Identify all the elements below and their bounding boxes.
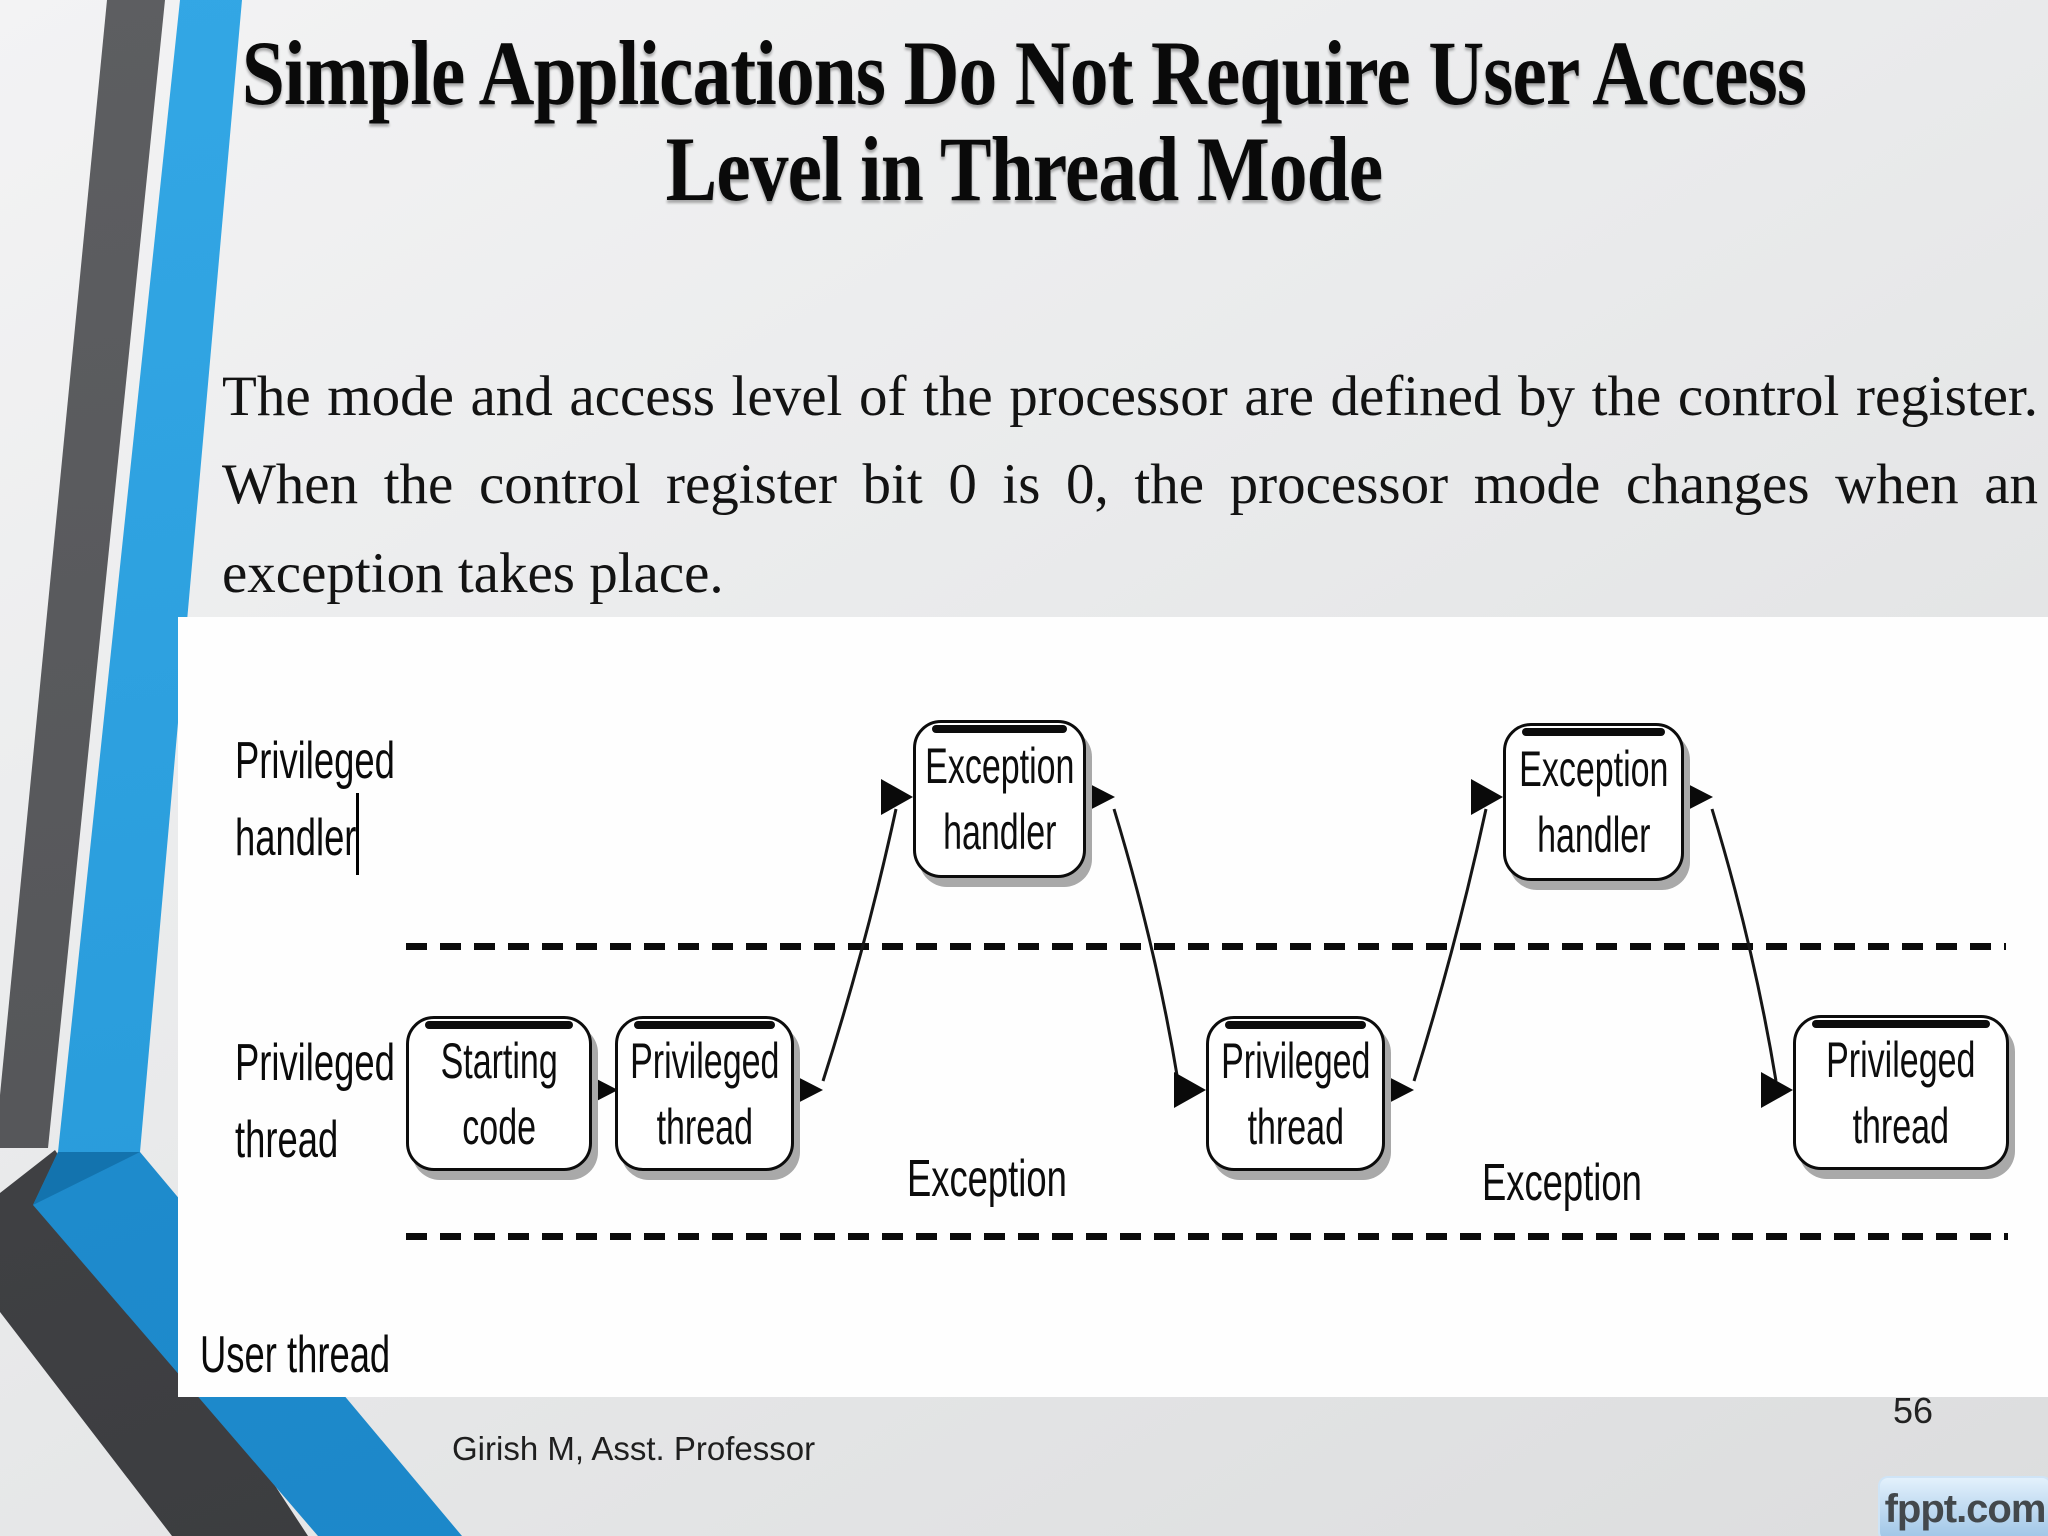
level-label-privileged-handler: Privileged handler	[235, 732, 395, 867]
arrowhead	[881, 779, 913, 815]
box-exception-handler-1-label: Exception handler	[924, 738, 1075, 860]
arrowhead	[1379, 1072, 1414, 1108]
level-label-user-thread: User thread	[200, 1326, 391, 1384]
box-exception-handler-2-label: Exception handler	[1518, 741, 1669, 863]
arrowhead	[788, 1072, 823, 1108]
slide-title: Simple Applications Do Not Require User …	[0, 22, 2048, 220]
exception-transition-label-2: Exception	[1482, 1154, 1642, 1212]
exception-transition-label-1: Exception	[907, 1150, 1067, 1208]
body-paragraph: The mode and access level of the process…	[222, 365, 2038, 605]
box-privileged-thread-1-label: Privileged thread	[629, 1032, 780, 1155]
page-number: 56	[1893, 1390, 1934, 1431]
fppt-logo[interactable]: fppt.com	[1878, 1476, 2048, 1536]
dashed-separator-handler-thread	[406, 943, 2006, 950]
level-label-privileged-thread: Privileged thread	[235, 1034, 395, 1169]
box-exception-handler-1: Exception handler	[913, 720, 1086, 878]
arrowhead	[1678, 779, 1713, 815]
arrowhead	[1174, 1072, 1206, 1108]
box-privileged-thread-3: Privileged thread	[1793, 1015, 2009, 1170]
box-privileged-thread-3-label: Privileged thread	[1826, 1031, 1976, 1154]
arrowhead	[1471, 779, 1503, 815]
connector-arrows	[570, 779, 1793, 1108]
slide-title-line2: Level in Thread Mode	[665, 117, 1384, 220]
box-privileged-thread-1: Privileged thread	[615, 1016, 794, 1171]
box-privileged-thread-2-label: Privileged thread	[1220, 1032, 1371, 1155]
text-cursor	[356, 793, 359, 875]
box-starting-code: Starting code	[406, 1016, 592, 1171]
dashed-separator-thread-user	[406, 1233, 2008, 1240]
slide-title-line1: Simple Applications Do Not Require User …	[241, 22, 1807, 124]
box-starting-code-label: Starting code	[440, 1032, 558, 1155]
footer-author: Girish M, Asst. Professor	[452, 1430, 816, 1467]
thread-mode-diagram: Privileged handler Privileged thread Use…	[178, 617, 2048, 1397]
arrowhead	[1080, 779, 1115, 815]
arrowhead	[1761, 1072, 1793, 1108]
box-privileged-thread-2: Privileged thread	[1206, 1016, 1385, 1171]
box-exception-handler-2: Exception handler	[1503, 723, 1684, 881]
